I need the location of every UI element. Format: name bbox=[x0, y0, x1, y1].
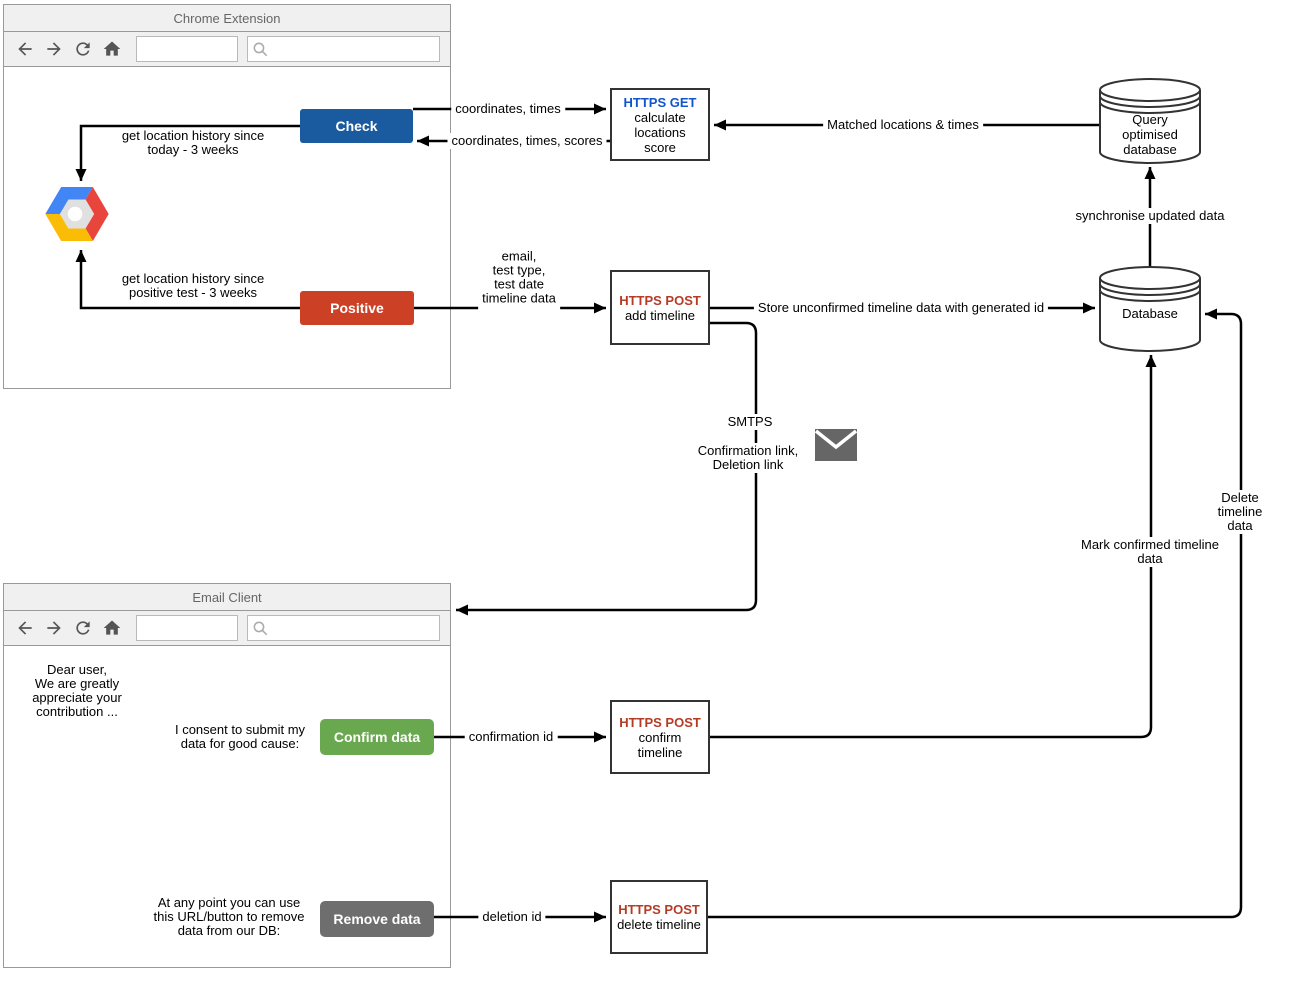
forward-icon[interactable] bbox=[43, 617, 65, 639]
label-get-history-positive: get location history since positive test… bbox=[117, 271, 269, 301]
back-icon[interactable] bbox=[14, 617, 36, 639]
chrome-browser-toolbar bbox=[4, 32, 450, 67]
search-icon bbox=[253, 621, 268, 635]
chrome-search-input[interactable] bbox=[269, 39, 435, 59]
https-get-body: calculate locations score bbox=[634, 109, 686, 155]
email-window-title: Email Client bbox=[192, 589, 262, 605]
email-consent-text: I consent to submit my data for good cau… bbox=[170, 722, 310, 752]
positive-button[interactable]: Positive bbox=[300, 291, 414, 325]
query-database-label: Query optimised database bbox=[1122, 112, 1178, 157]
https-get-box: HTTPS GET calculate locations score bbox=[610, 88, 710, 161]
https-post-confirm-title: HTTPS POST bbox=[619, 714, 701, 730]
google-cloud-icon bbox=[45, 186, 109, 242]
label-mark-confirmed: Mark confirmed timeline data bbox=[1067, 537, 1233, 567]
label-confirmation-deletion-links: Confirmation link, Deletion link bbox=[693, 443, 803, 473]
https-get-title: HTTPS GET bbox=[623, 94, 697, 110]
email-browser-toolbar bbox=[4, 611, 450, 646]
https-post-confirm-body: confirm timeline bbox=[637, 729, 683, 760]
database-label: Database bbox=[1122, 306, 1178, 321]
email-search-field[interactable] bbox=[247, 615, 440, 641]
edge-delete-to-database bbox=[708, 308, 1243, 919]
https-post-delete-box: HTTPS POST delete timeline bbox=[610, 880, 708, 954]
label-coordinates-times: coordinates, times bbox=[451, 101, 565, 117]
home-icon[interactable] bbox=[101, 38, 123, 60]
https-post-add-body: add timeline bbox=[624, 307, 696, 323]
forward-icon[interactable] bbox=[43, 38, 65, 60]
query-database-cylinder bbox=[1099, 78, 1201, 164]
label-synchronise: synchronise updated data bbox=[1071, 208, 1229, 224]
search-icon bbox=[253, 42, 268, 56]
chrome-window-titlebar: Chrome Extension bbox=[4, 5, 450, 32]
label-email-payload: email, test type, test date timeline dat… bbox=[478, 248, 560, 312]
chrome-search-field[interactable] bbox=[247, 36, 440, 62]
label-delete-timeline: Delete timeline data bbox=[1202, 490, 1278, 534]
https-post-add-title: HTTPS POST bbox=[619, 292, 701, 308]
email-greeting-text: Dear user, We are greatly appreciate you… bbox=[28, 662, 126, 720]
email-remove-text: At any point you can use this URL/button… bbox=[149, 895, 309, 939]
email-envelope-icon bbox=[815, 429, 857, 461]
label-store-unconfirmed: Store unconfirmed timeline data with gen… bbox=[753, 300, 1049, 316]
https-post-delete-title: HTTPS POST bbox=[618, 902, 700, 917]
home-icon[interactable] bbox=[101, 617, 123, 639]
confirm-data-button[interactable]: Confirm data bbox=[320, 719, 434, 755]
label-matched-locations: Matched locations & times bbox=[823, 117, 983, 133]
email-address-input[interactable] bbox=[136, 615, 238, 641]
chrome-address-input[interactable] bbox=[136, 36, 238, 62]
check-button[interactable]: Check bbox=[300, 109, 413, 143]
label-smtps: SMTPS bbox=[723, 414, 777, 430]
label-get-history-today: get location history since today - 3 wee… bbox=[117, 128, 269, 158]
refresh-icon[interactable] bbox=[72, 38, 94, 60]
https-post-delete-body: delete timeline bbox=[617, 917, 701, 932]
label-coordinates-times-scores: coordinates, times, scores bbox=[447, 133, 607, 149]
label-deletion-id: deletion id bbox=[478, 909, 546, 925]
back-icon[interactable] bbox=[14, 38, 36, 60]
refresh-icon[interactable] bbox=[72, 617, 94, 639]
https-post-confirm-box: HTTPS POST confirm timeline bbox=[610, 700, 710, 774]
label-confirmation-id: confirmation id bbox=[464, 729, 558, 745]
remove-data-button[interactable]: Remove data bbox=[320, 901, 434, 937]
email-search-input[interactable] bbox=[269, 618, 435, 638]
https-post-add-box: HTTPS POST add timeline bbox=[610, 270, 710, 345]
email-window-titlebar: Email Client bbox=[4, 584, 450, 611]
chrome-window-title: Chrome Extension bbox=[173, 10, 281, 26]
